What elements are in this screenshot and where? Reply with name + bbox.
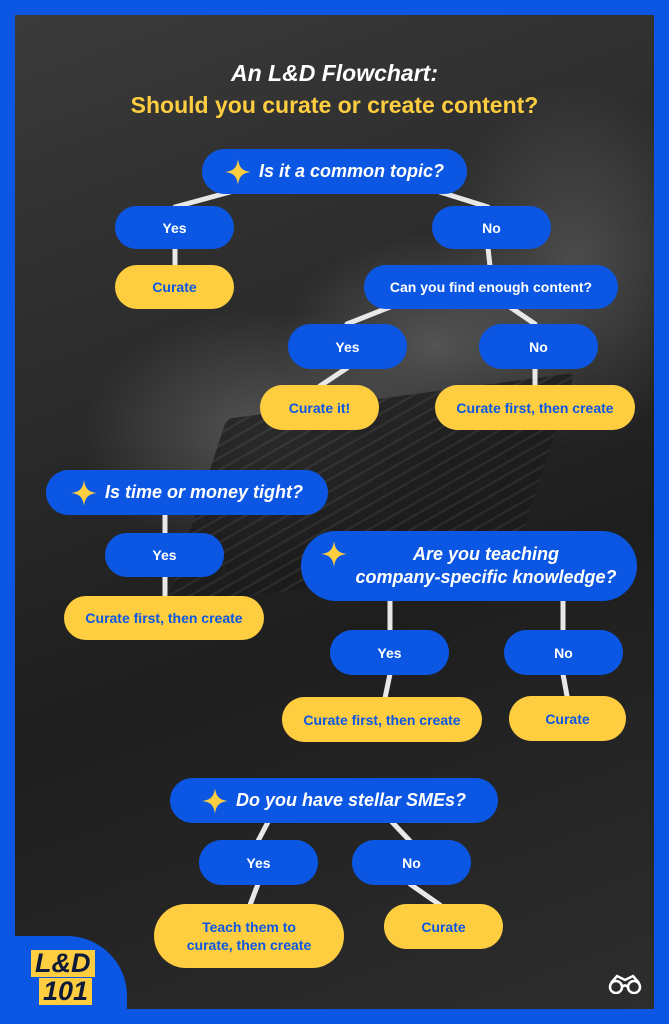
sparkle-icon — [201, 787, 228, 814]
question-text-line-2: company-specific knowledge? — [355, 567, 617, 587]
logo-text-line-1: L&D — [31, 950, 95, 977]
answer-yes: Yes — [105, 533, 224, 577]
question-text: Is time or money tight? — [104, 482, 304, 502]
answer-no: No — [504, 630, 623, 675]
title-line-1: An L&D Flowchart: — [231, 60, 438, 86]
question-stellar-smes: Do you have stellar SMEs? — [170, 778, 498, 823]
result-curate-first-then-create: Curate first, then create — [435, 385, 635, 430]
result-curate-first-then-create: Curate first, then create — [64, 596, 264, 640]
question-text-line-1: Are you teaching — [412, 544, 560, 564]
answer-yes: Yes — [115, 206, 234, 249]
glasses-icon — [608, 974, 642, 994]
question-text: Is it a common topic? — [258, 161, 445, 181]
result-curate-it: Curate it! — [260, 385, 379, 430]
answer-yes: Yes — [288, 324, 407, 369]
result-text-line-2: curate, then create — [186, 937, 312, 953]
question-enough-content: Can you find enough content? — [364, 265, 618, 309]
question-text-block: Are you teaching company-specific knowle… — [355, 543, 616, 589]
result-text-line-1: Teach them to — [202, 919, 296, 935]
sparkle-icon — [321, 541, 348, 567]
question-text: Do you have stellar SMEs? — [235, 790, 467, 810]
question-company-knowledge: Are you teaching company-specific knowle… — [301, 531, 637, 601]
question-common-topic: Is it a common topic? — [202, 149, 467, 194]
result-curate: Curate — [509, 696, 626, 741]
title-line-2: Should you curate or create content? — [130, 92, 539, 118]
result-curate: Curate — [115, 265, 234, 309]
answer-no: No — [432, 206, 551, 249]
sparkle-icon — [70, 479, 97, 506]
sparkle-icon — [224, 158, 251, 185]
logo-text-line-2: 101 — [39, 978, 93, 1005]
answer-no: No — [479, 324, 598, 369]
result-teach-them: Teach them to curate, then create — [154, 904, 344, 968]
result-curate-first-then-create: Curate first, then create — [282, 697, 482, 742]
result-curate: Curate — [384, 904, 503, 949]
answer-yes: Yes — [199, 840, 318, 885]
answer-no: No — [352, 840, 471, 885]
result-text-block: Teach them to curate, then create — [187, 918, 312, 954]
question-time-money: Is time or money tight? — [46, 470, 328, 515]
answer-yes: Yes — [330, 630, 449, 675]
